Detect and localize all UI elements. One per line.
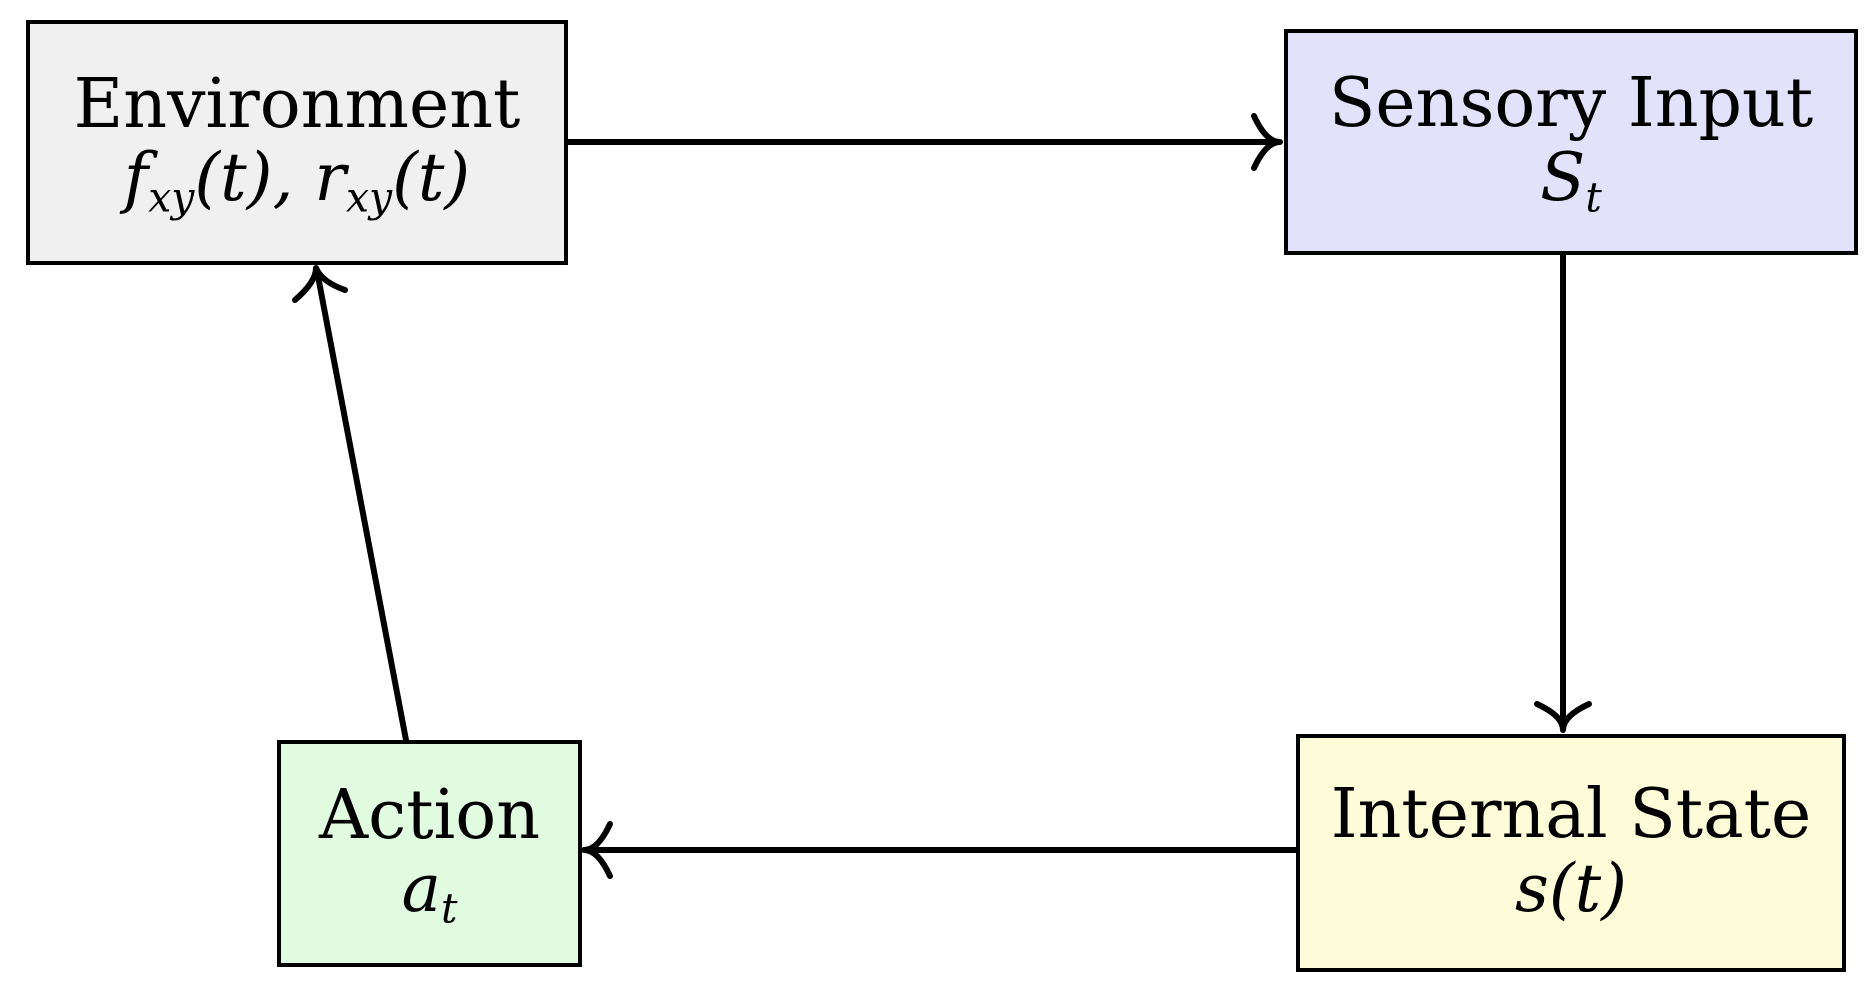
environment-formula: fxy(t), rxy(t)	[123, 139, 471, 218]
action-node: Action at	[277, 740, 582, 967]
environment-formula-f-subscript: xy	[148, 173, 195, 222]
sensory-input-title: Sensory Input	[1328, 64, 1814, 144]
action-formula-symbol: a	[401, 850, 441, 928]
internal-state-formula: s(t)	[1515, 849, 1627, 927]
environment-formula-r-subscript: xy	[345, 173, 393, 222]
sensory-input-node: Sensory Input St	[1284, 29, 1858, 255]
action-formula-subscript: t	[440, 884, 458, 933]
sensory-input-formula: St	[1540, 138, 1602, 217]
environment-formula-f-argument: (t),	[194, 139, 294, 217]
internal-state-title: Internal State	[1330, 775, 1812, 855]
action-formula: at	[401, 850, 458, 929]
arrow-action-to-environment	[314, 268, 409, 743]
arrowhead-internal-to-action	[581, 821, 613, 879]
sensory-input-formula-symbol: S	[1540, 138, 1586, 216]
arrowhead-sensory-to-internal	[1534, 701, 1592, 733]
arrowhead-action-to-environment	[292, 265, 348, 303]
environment-formula-f: f	[123, 139, 149, 217]
environment-title: Environment	[73, 64, 521, 144]
environment-formula-r: r	[314, 139, 346, 217]
action-title: Action	[319, 775, 540, 855]
sensory-input-formula-subscript: t	[1585, 173, 1602, 222]
internal-state-node: Internal State s(t)	[1296, 734, 1846, 972]
arrowhead-environment-to-sensory	[1251, 113, 1283, 171]
environment-formula-r-argument: (t)	[392, 139, 471, 217]
environment-node: Environment fxy(t), rxy(t)	[26, 20, 568, 265]
